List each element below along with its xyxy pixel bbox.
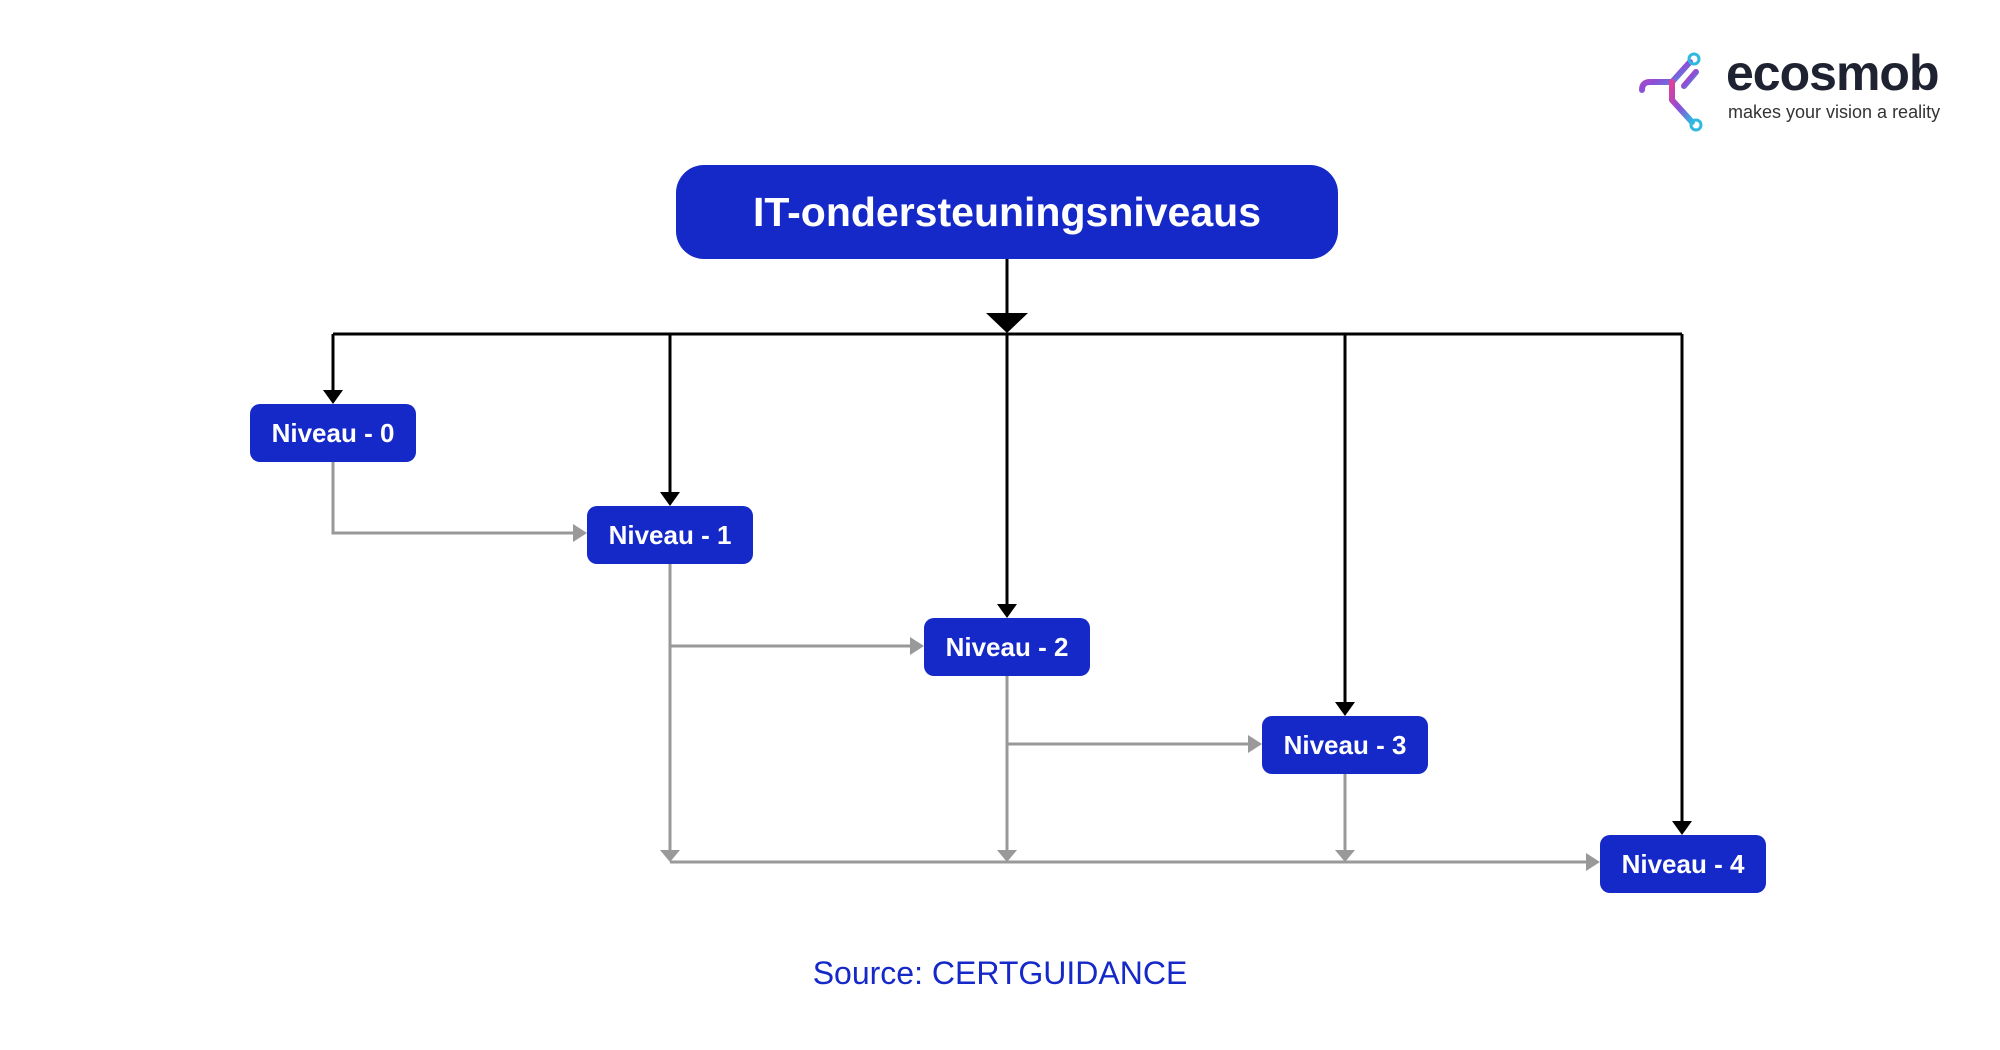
title-arrowheads (323, 313, 1692, 835)
niveau-0-node: Niveau - 0 (250, 404, 416, 462)
ecosmob-logo: ecosmob makes your vision a reality (1632, 46, 1972, 136)
niveau-0-label: Niveau - 0 (271, 417, 395, 448)
niveau-2-arrowhead (997, 604, 1017, 618)
niveau-1-merge-arrowhead (660, 850, 680, 862)
niveau-4-node: Niveau - 4 (1600, 835, 1766, 893)
escalation-connectors (331, 462, 1586, 864)
escalation-arrowheads (573, 524, 1600, 871)
niveau-0-to-niveau-1-line (331, 462, 573, 535)
ecosmob-logo-tagline: makes your vision a reality (1728, 102, 1941, 122)
niveau-4-escalation-arrowhead (1586, 853, 1600, 871)
niveau-4-arrowhead (1672, 821, 1692, 835)
diagram-title-node: IT-ondersteuningsniveaus (676, 165, 1338, 259)
ecosmob-logo-name: ecosmob (1726, 45, 1940, 101)
niveau-1-node: Niveau - 1 (587, 506, 753, 564)
niveau-3-merge-arrowhead (1335, 850, 1355, 862)
niveau-1-arrowhead (660, 492, 680, 506)
title-stem-arrowhead (986, 313, 1028, 333)
niveau-3-label: Niveau - 3 (1283, 729, 1407, 760)
niveau-1-escalation-arrowhead (573, 524, 587, 542)
niveau-2-escalation-arrowhead (910, 637, 924, 655)
niveau-2-label: Niveau - 2 (945, 631, 1069, 662)
niveau-3-arrowhead (1335, 702, 1355, 716)
ecosmob-logo-icon (1639, 52, 1703, 132)
niveau-3-node: Niveau - 3 (1262, 716, 1428, 774)
niveau-1-label: Niveau - 1 (608, 519, 732, 550)
source-caption: Source: CERTGUIDANCE (812, 955, 1188, 991)
niveau-2-node: Niveau - 2 (924, 618, 1090, 676)
niveau-4-label: Niveau - 4 (1621, 848, 1745, 879)
title-connectors (331, 259, 1684, 823)
niveau-2-merge-arrowhead (997, 850, 1017, 862)
diagram-title: IT-ondersteuningsniveaus (752, 188, 1262, 235)
niveau-0-arrowhead (323, 390, 343, 404)
niveau-3-escalation-arrowhead (1248, 735, 1262, 753)
